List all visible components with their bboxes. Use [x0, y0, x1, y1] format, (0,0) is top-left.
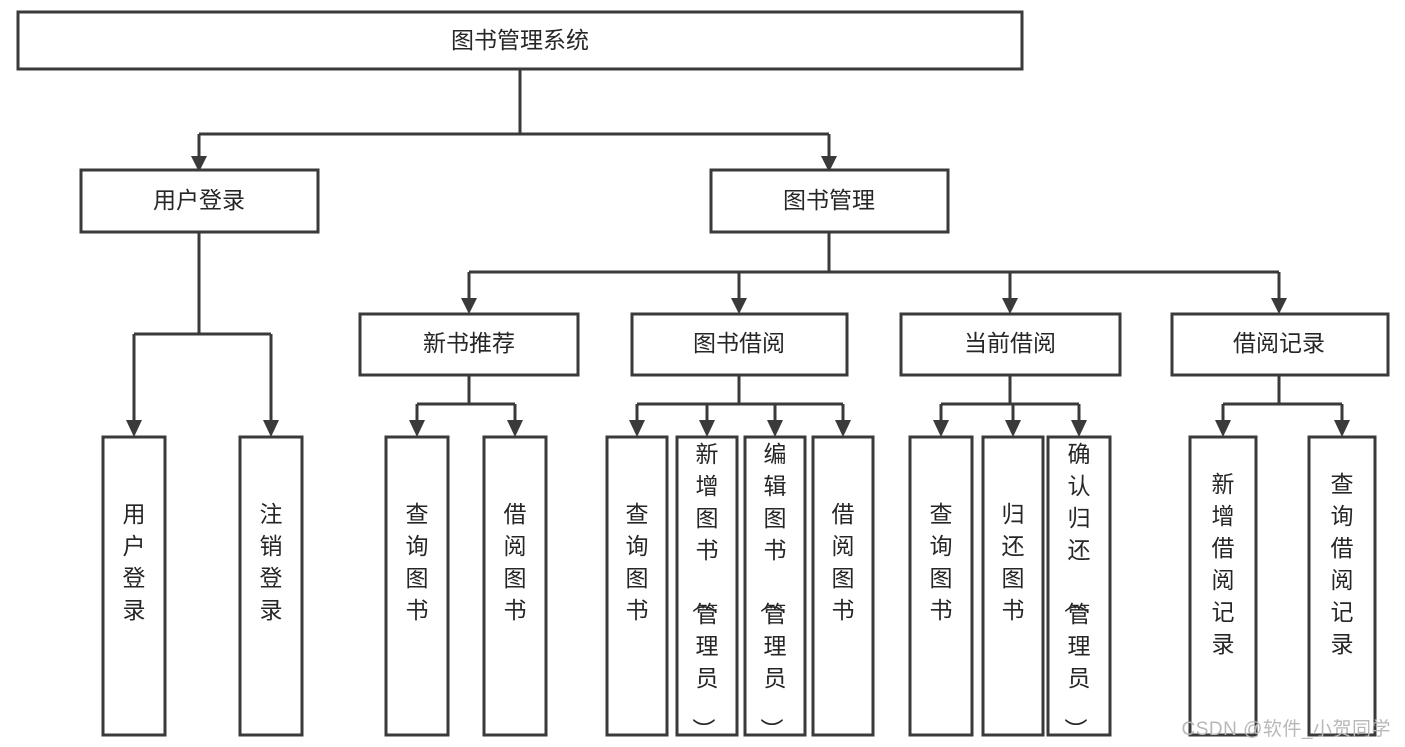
arrow-to-leaf-add-book: [699, 420, 715, 437]
user-login-node-label: 用户登录: [153, 187, 245, 213]
arrow-to-leaf-borrow-book-a: [507, 420, 523, 437]
book-management-node-label: 图书管理: [783, 187, 875, 213]
leaf-node-return-book[interactable]: 归还图书: [981, 435, 1045, 737]
node-current-borrowing[interactable]: 当前借阅: [899, 312, 1122, 377]
connector-currentborrow-to-leaves: [933, 375, 1087, 437]
node-book-borrowing[interactable]: 图书借阅: [630, 312, 849, 377]
leaf-node-borrow-book[interactable]: 借阅图书: [811, 435, 875, 737]
arrow-to-leaf-user-login: [126, 420, 142, 437]
current-borrowing-node-box[interactable]: [899, 312, 1122, 377]
arrow-to-book-manage: [821, 156, 837, 172]
node-borrowing-record[interactable]: 借阅记录: [1170, 312, 1390, 377]
node-root-system[interactable]: 图书管理系统: [16, 10, 1024, 71]
connector-bookmanage-to-level3: [461, 232, 1287, 314]
leaf-query-borrow-record-label: 查询借阅记录: [1331, 471, 1354, 657]
book-borrowing-node-box[interactable]: [630, 312, 849, 377]
leaf-return-book-box[interactable]: [981, 435, 1045, 737]
leaf-node-add-book[interactable]: 新增图书（管理员）: [675, 435, 739, 741]
leaf-query-book-current-label: 查询图书: [930, 501, 953, 623]
arrow-to-leaf-edit-book: [767, 420, 783, 437]
leaf-node-confirm-return[interactable]: 确认归还（管理员）: [1046, 435, 1112, 741]
arrow-to-leaf-add-record: [1215, 420, 1231, 437]
leaf-node-user-login[interactable]: 用户登录: [101, 435, 167, 737]
arrow-to-book-borrow: [731, 298, 747, 314]
leaf-logout-label: 注销登录: [260, 501, 283, 623]
leaf-add-book-label: 新增图书（管理员）: [691, 441, 719, 741]
leaf-borrow-book-newbook-box[interactable]: [482, 435, 548, 737]
leaf-node-logout[interactable]: 注销登录: [238, 435, 304, 737]
connector-root-to-level2: [191, 69, 837, 172]
borrowing-record-node-box[interactable]: [1170, 312, 1390, 377]
leaf-query-book-borrow-label: 查询图书: [626, 501, 649, 623]
new-book-recommendation-node-box[interactable]: [358, 312, 580, 377]
leaf-confirm-return-label: 确认归还（管理员）: [1063, 441, 1091, 741]
leaf-query-borrow-record-box[interactable]: [1307, 435, 1377, 737]
new-book-recommendation-node-label: 新书推荐: [423, 330, 515, 356]
leaf-node-query-book-newbook[interactable]: 查询图书: [384, 435, 450, 737]
arrow-to-leaf-return-book: [1005, 420, 1021, 437]
node-user-login[interactable]: 用户登录: [79, 168, 320, 234]
leaf-edit-book-box[interactable]: [743, 435, 807, 737]
user-login-node-box[interactable]: [79, 168, 320, 234]
arrow-to-leaf-logout: [263, 420, 279, 437]
current-borrowing-node-label: 当前借阅: [964, 330, 1056, 356]
node-book-management[interactable]: 图书管理: [709, 168, 950, 234]
arrow-to-user-login: [191, 156, 207, 172]
leaf-borrow-book-box[interactable]: [811, 435, 875, 737]
connector-newbook-to-leaves: [409, 375, 523, 437]
arrow-to-leaf-query-book-c: [933, 420, 949, 437]
arrow-to-current-borrow: [1002, 298, 1018, 314]
connector-bookborrow-to-leaves: [629, 375, 851, 437]
leaf-node-query-book-borrow[interactable]: 查询图书: [605, 435, 669, 737]
leaf-return-book-label: 归还图书: [1002, 501, 1025, 623]
connector-layer: [126, 69, 1350, 437]
leaf-confirm-return-box[interactable]: [1046, 435, 1112, 737]
leaf-add-borrow-record-box[interactable]: [1188, 435, 1258, 737]
root-node-label: 图书管理系统: [451, 27, 589, 53]
leaf-node-add-borrow-record[interactable]: 新增借阅记录: [1188, 435, 1258, 737]
leaf-node-borrow-book-newbook[interactable]: 借阅图书: [482, 435, 548, 737]
connector-userlogin-to-leaves: [126, 232, 279, 437]
leaf-query-book-current-box[interactable]: [908, 435, 974, 737]
leaf-borrow-book-label: 借阅图书: [832, 501, 855, 623]
leaf-node-query-book-current[interactable]: 查询图书: [908, 435, 974, 737]
arrow-to-borrow-record: [1271, 298, 1287, 314]
arrow-to-new-book-rec: [461, 298, 477, 314]
leaf-add-book-box[interactable]: [675, 435, 739, 737]
leaf-edit-book-label: 编辑图书（管理员）: [759, 441, 787, 741]
arrow-to-leaf-query-book-a: [409, 420, 425, 437]
leaf-user-login-box[interactable]: [101, 435, 167, 737]
arrow-to-leaf-borrow-book-b: [835, 420, 851, 437]
arrow-to-leaf-confirm-return: [1071, 420, 1087, 437]
arrow-to-leaf-query-book-b: [629, 420, 645, 437]
leaf-add-borrow-record-label: 新增借阅记录: [1212, 471, 1235, 657]
leaf-borrow-book-newbook-label: 借阅图书: [504, 501, 527, 623]
book-borrowing-node-label: 图书借阅: [693, 330, 785, 356]
node-new-book-recommendation[interactable]: 新书推荐: [358, 312, 580, 377]
root-node-box[interactable]: [16, 10, 1024, 71]
leaf-query-book-borrow-box[interactable]: [605, 435, 669, 737]
leaf-logout-box[interactable]: [238, 435, 304, 737]
leaf-node-query-borrow-record[interactable]: 查询借阅记录: [1307, 435, 1377, 737]
arrow-to-leaf-query-record: [1334, 420, 1350, 437]
leaf-query-book-newbook-box[interactable]: [384, 435, 450, 737]
leaf-node-edit-book[interactable]: 编辑图书（管理员）: [743, 435, 807, 741]
leaf-user-login-label: 用户登录: [123, 501, 146, 623]
borrowing-record-node-label: 借阅记录: [1233, 330, 1325, 356]
book-management-node-box[interactable]: [709, 168, 950, 234]
connector-borrowrecord-to-leaves: [1215, 375, 1350, 437]
leaf-query-book-newbook-label: 查询图书: [406, 501, 429, 623]
